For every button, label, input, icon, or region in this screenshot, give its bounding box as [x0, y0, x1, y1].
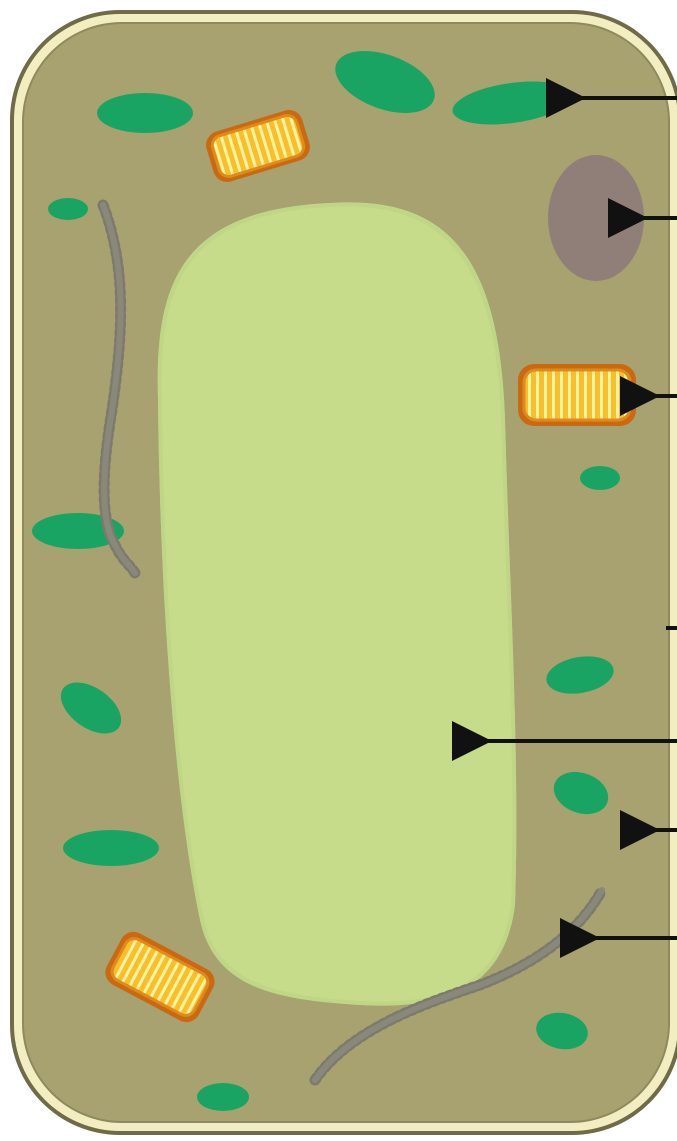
vacuole — [158, 202, 517, 1005]
chloroplast — [63, 830, 159, 866]
chloroplast — [580, 466, 620, 490]
chloroplast — [48, 198, 88, 220]
nucleus — [548, 155, 644, 281]
chloroplast — [97, 93, 193, 133]
chloroplast — [197, 1083, 249, 1111]
mitochondrion — [518, 364, 636, 426]
